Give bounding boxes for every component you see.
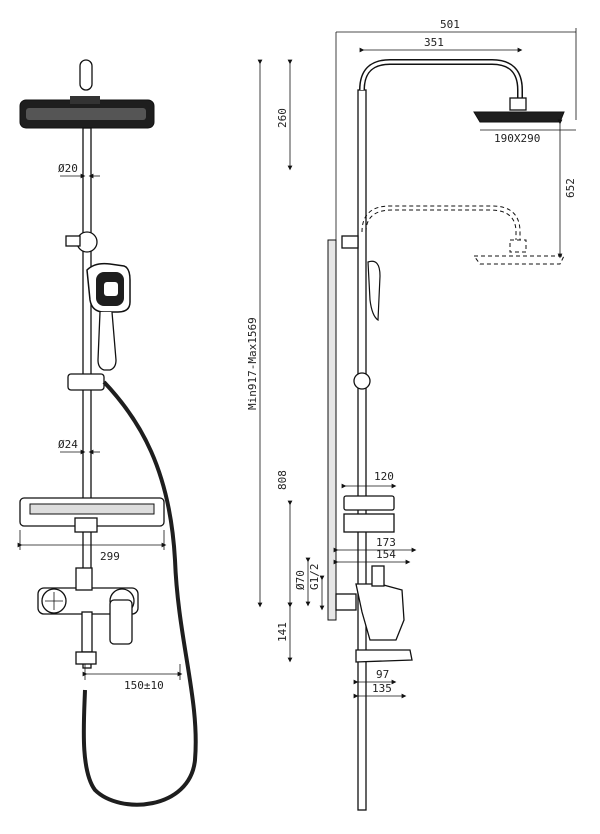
dim-head-drop: 260 xyxy=(276,108,289,128)
dim-spout-inner: 97 xyxy=(376,668,389,681)
dim-shelf-depth: 120 xyxy=(374,470,394,483)
dim-mixer-inner: 154 xyxy=(376,548,396,561)
dim-shelf-height: 808 xyxy=(276,470,289,490)
shower-arm xyxy=(359,59,523,100)
shower-hose xyxy=(81,380,198,807)
front-pipe xyxy=(82,127,92,669)
rain-shower-head xyxy=(19,96,155,129)
dim-adjust-range: 652 xyxy=(564,178,577,198)
dim-shelf-width: 299 xyxy=(100,550,120,563)
side-hand-shower xyxy=(367,260,381,322)
dim-pipe-lower: Ø24 xyxy=(58,438,78,451)
dim-thread: G1/2 xyxy=(308,564,321,591)
dim-head-size: 190X290 xyxy=(494,132,540,145)
hand-shower xyxy=(86,262,131,371)
front-mixer xyxy=(37,567,139,665)
wall xyxy=(327,239,337,621)
dim-mixer-spacing: 150±10 xyxy=(124,679,164,692)
front-view: Ø20 Ø24 299 xyxy=(17,59,198,807)
side-riser xyxy=(357,89,367,811)
side-mixer xyxy=(335,565,413,663)
side-knob xyxy=(353,372,371,390)
dim-mixer-outer: 173 xyxy=(376,536,396,549)
side-head xyxy=(473,97,565,123)
dim-inlet-diameter: Ø70 xyxy=(294,570,307,590)
dim-total-reach: 501 xyxy=(440,18,460,31)
top-cap xyxy=(79,59,93,91)
dim-spout-height: 141 xyxy=(276,622,289,642)
side-shelf xyxy=(343,495,395,533)
dim-arm-reach: 351 xyxy=(424,36,444,49)
side-view: 501 351 260 190X290 652 Min917-Max1569 8… xyxy=(246,18,577,811)
dim-spout-outer: 135 xyxy=(372,682,392,695)
dim-pipe-upper: Ø20 xyxy=(58,162,78,175)
front-shelf xyxy=(19,497,165,533)
dim-height-range: Min917-Max1569 xyxy=(246,317,259,410)
side-head-dashed xyxy=(361,205,565,265)
hand-shower-slider xyxy=(67,373,105,391)
